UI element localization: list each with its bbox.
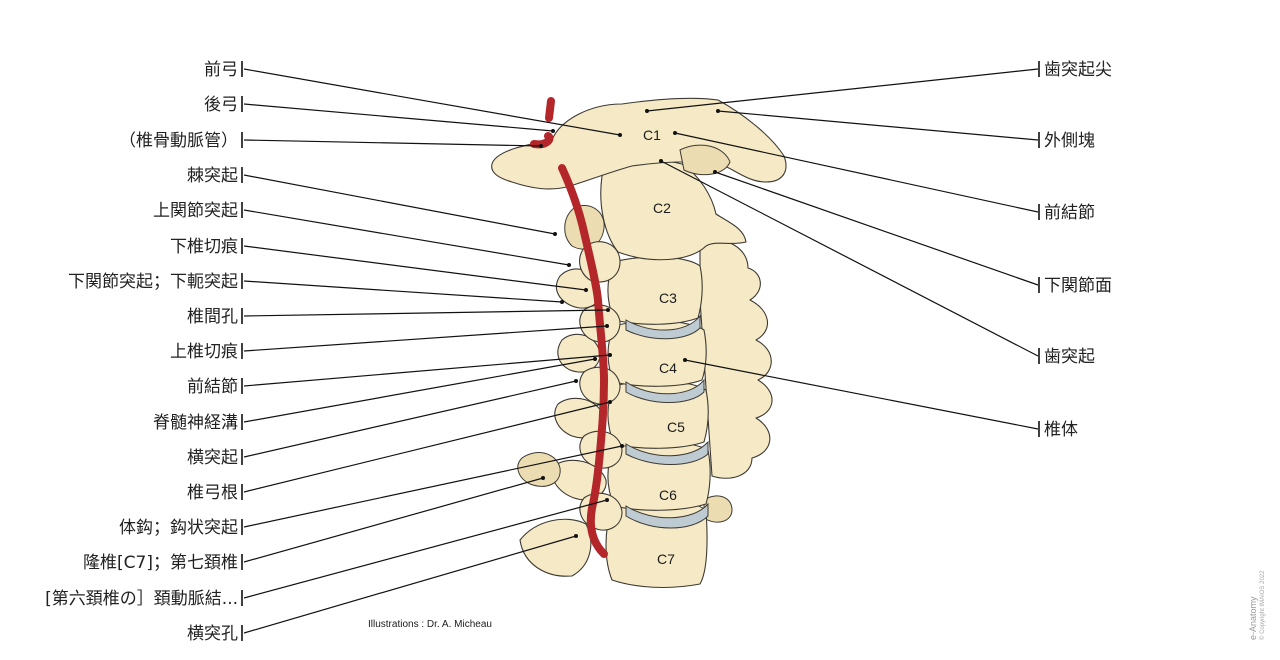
vertebra-label-c1: C1 bbox=[643, 127, 661, 143]
brand-watermark: e-Anatomy © Copyright IMAIOS 2022 bbox=[1248, 570, 1266, 640]
label-inferior-articular-process[interactable]: 下関節突起；下軛突起 bbox=[68, 272, 238, 292]
label-superior-vertebral-notch[interactable]: 上椎切痕 bbox=[170, 342, 238, 362]
vertebra-label-c3: C3 bbox=[659, 290, 677, 306]
label-anterior-tubercle-right[interactable]: 前結節 bbox=[1044, 203, 1095, 223]
label-transverse-process[interactable]: 横突起 bbox=[187, 448, 238, 468]
label-pedicle[interactable]: 椎弓根 bbox=[187, 483, 238, 503]
label-inferior-vertebral-notch[interactable]: 下椎切痕 bbox=[170, 237, 238, 257]
label-anterior-arch[interactable]: 前弓 bbox=[204, 60, 238, 80]
left-labels: 前弓 後弓 （椎骨動脈管） 棘突起 上関節突起 下椎切痕 下関節突起；下軛突起 … bbox=[45, 60, 238, 644]
vertebra-label-c4: C4 bbox=[659, 360, 677, 376]
brand-copyright: © Copyright IMAIOS 2022 bbox=[1259, 570, 1266, 640]
label-spinal-nerve-groove[interactable]: 脊髄神経溝 bbox=[153, 413, 238, 433]
brand-name: e-Anatomy bbox=[1248, 596, 1258, 640]
vertebra-label-c6: C6 bbox=[659, 487, 677, 503]
label-transverse-foramen[interactable]: 横突孔 bbox=[187, 624, 238, 644]
label-inferior-articular-surface[interactable]: 下関節面 bbox=[1044, 276, 1112, 296]
label-posterior-arch[interactable]: 後弓 bbox=[204, 95, 238, 115]
label-vertebral-body[interactable]: 椎体 bbox=[1044, 420, 1078, 440]
label-ticks bbox=[241, 61, 1040, 641]
label-carotid-tubercle[interactable]: [第六頚椎の］頚動脈結... bbox=[45, 589, 238, 609]
vertebra-level-labels: C1 C2 C3 C4 C5 C6 C7 bbox=[643, 127, 685, 567]
label-lateral-mass[interactable]: 外側塊 bbox=[1044, 131, 1095, 151]
target-dots bbox=[539, 109, 720, 538]
vertebra-label-c7: C7 bbox=[657, 551, 675, 567]
vertebral-artery bbox=[530, 97, 609, 558]
label-apex-of-dens[interactable]: 歯突起尖 bbox=[1044, 60, 1112, 80]
label-vertebral-artery-canal[interactable]: （椎骨動脈管） bbox=[119, 131, 238, 151]
label-superior-articular-process[interactable]: 上関節突起 bbox=[153, 201, 238, 221]
right-leader-lines bbox=[646, 68, 1039, 430]
label-dens[interactable]: 歯突起 bbox=[1044, 347, 1095, 367]
vertebra-label-c5: C5 bbox=[667, 419, 685, 435]
illustration-credit: Illustrations : Dr. A. Micheau bbox=[368, 619, 492, 630]
label-anterior-tubercle-left[interactable]: 前結節 bbox=[187, 377, 238, 397]
left-leader-lines bbox=[243, 68, 623, 634]
label-vertebra-prominens[interactable]: 隆椎[C7]；第七頚椎 bbox=[83, 553, 238, 573]
label-intervertebral-foramen[interactable]: 椎間孔 bbox=[187, 307, 238, 327]
label-uncinate-process[interactable]: 体鈎；鈎状突起 bbox=[119, 518, 238, 538]
right-labels: 歯突起尖 外側塊 前結節 下関節面 歯突起 椎体 bbox=[1044, 60, 1112, 440]
vertebra-label-c2: C2 bbox=[653, 200, 671, 216]
cervical-spine-illustration bbox=[491, 97, 787, 589]
label-spinous-process[interactable]: 棘突起 bbox=[187, 166, 238, 186]
c3-body bbox=[607, 256, 703, 325]
